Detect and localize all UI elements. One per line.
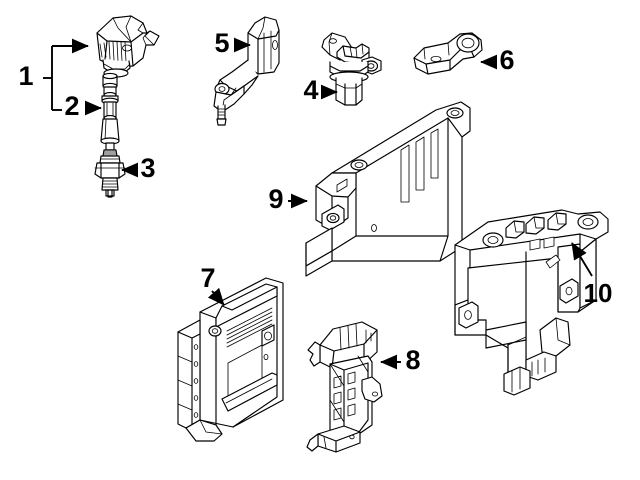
part-ecm-mounting-bracket — [305, 101, 471, 277]
part-map-sensor — [413, 32, 483, 75]
callout-7-leader — [207, 287, 225, 306]
part-crankshaft-position-sensor — [213, 16, 280, 126]
callout-10-label: 10 — [584, 278, 613, 308]
callout-8-label: 8 — [405, 345, 420, 375]
part-camshaft-position-sensor — [321, 32, 382, 106]
part-ignition-coil — [96, 15, 160, 78]
part-engine-control-module — [177, 277, 284, 442]
callout-2-label: 2 — [64, 91, 79, 121]
callout-5-label: 5 — [214, 28, 229, 58]
part-spark-plug-boot — [100, 72, 120, 145]
part-relay-fuse-box-bracket — [306, 321, 383, 453]
callout-1-label: 1 — [18, 61, 33, 91]
callout-10-leader — [571, 242, 593, 277]
callout-3-label: 3 — [140, 153, 155, 183]
part-ecm-support-bracket — [454, 209, 609, 396]
callout-9-label: 9 — [268, 184, 283, 214]
callout-7-label: 7 — [200, 263, 215, 293]
callout-1-leader — [43, 38, 89, 111]
callout-6-label: 6 — [499, 45, 514, 75]
callout-4-label: 4 — [303, 75, 318, 105]
